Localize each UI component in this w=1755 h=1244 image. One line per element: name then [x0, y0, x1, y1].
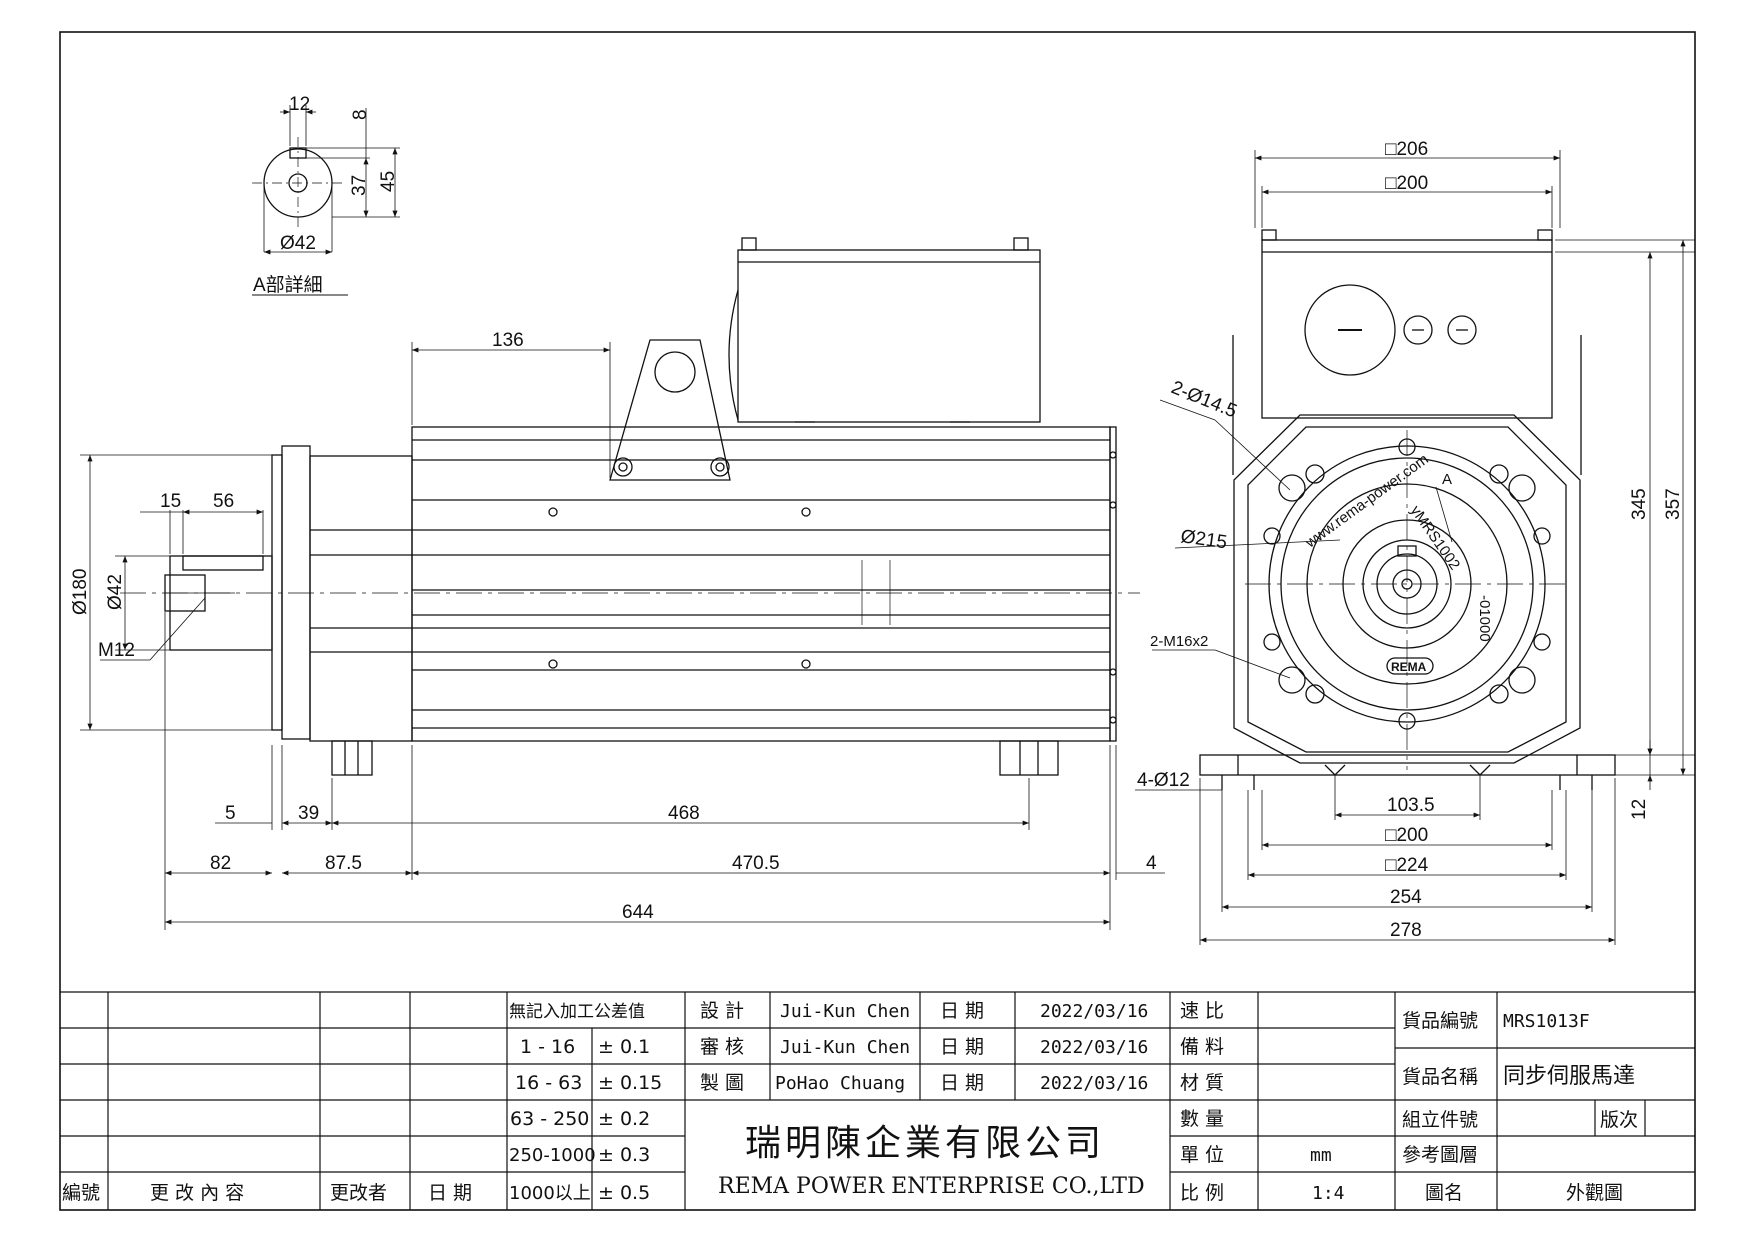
dim-15: 15: [160, 491, 181, 512]
spec-label-stock: 備 料: [1180, 1036, 1224, 1058]
name-design: Jui-Kun Chen: [780, 1001, 910, 1022]
dim-4: 4: [1146, 853, 1157, 874]
name-drafting: PoHao Chuang: [775, 1073, 905, 1094]
dim-470-5: 470.5: [732, 853, 780, 874]
tol-range-1: 1 - 16: [520, 1036, 575, 1058]
date-design: 2022/03/16: [1040, 1001, 1148, 1022]
drawing-name: 外觀圖: [1566, 1182, 1623, 1204]
spec-value-unit: mm: [1310, 1145, 1332, 1166]
role-review: 審 核: [700, 1036, 744, 1058]
spec-label-quantity: 數 量: [1180, 1108, 1224, 1130]
name-review: Jui-Kun Chen: [780, 1037, 910, 1058]
detail-title: A部詳細: [253, 274, 323, 296]
dim-pcd-215: Ø215: [1179, 526, 1228, 553]
dim-box-200: □200: [1385, 173, 1428, 194]
label-model-marking: yMRS1002: [1407, 503, 1463, 574]
spec-value-scale: 1:4: [1312, 1183, 1345, 1204]
dim-key-depth: 8: [350, 109, 371, 120]
ref-layer-label: 參考圖層: [1402, 1144, 1478, 1166]
dim-87-5: 87.5: [325, 853, 362, 874]
tol-value-1: ± 0.1: [598, 1036, 650, 1058]
role-drafting: 製 圖: [700, 1072, 744, 1094]
company-name-cn: 瑞明陳企業有限公司: [745, 1123, 1105, 1164]
label-holes-12: 4-Ø12: [1137, 770, 1190, 791]
dim-width-254: 254: [1390, 887, 1422, 908]
dim-5: 5: [225, 803, 236, 824]
dim-width-103-5: 103.5: [1387, 795, 1435, 816]
dim-136: 136: [492, 330, 524, 351]
assembly-label: 組立件號: [1402, 1109, 1478, 1131]
tolerance-header: 無記入加工公差值: [509, 1002, 645, 1022]
version-label: 版次: [1600, 1109, 1638, 1131]
detail-a: [252, 105, 400, 296]
label-serial-marking: -01000: [1476, 595, 1493, 642]
dim-key-width: 12: [289, 94, 310, 115]
dim-height-45: 45: [378, 171, 399, 192]
tol-value-3: ± 0.2: [598, 1108, 650, 1130]
dim-width-278: 278: [1390, 920, 1422, 941]
header-revision-number: 編號: [62, 1182, 100, 1204]
motor-side-view: [120, 237, 1140, 776]
part-name: 同步伺服馬達: [1503, 1064, 1635, 1089]
tol-value-2: ± 0.15: [598, 1072, 662, 1094]
spec-label-unit: 單 位: [1180, 1144, 1224, 1166]
dim-box-206: □206: [1385, 139, 1428, 160]
part-number-label: 貨品編號: [1402, 1010, 1478, 1032]
dim-height-357: 357: [1663, 488, 1684, 520]
dim-base-12: 12: [1629, 799, 1650, 820]
drawing-name-label: 圖名: [1425, 1182, 1463, 1204]
dim-height-345: 345: [1629, 488, 1650, 520]
header-revision-content: 更 改 內 容: [150, 1182, 244, 1204]
date-label-design: 日 期: [940, 1000, 984, 1022]
spec-label-scale: 比 例: [1180, 1182, 1224, 1204]
tol-range-2: 16 - 63: [515, 1072, 582, 1094]
tol-range-5: 1000以上: [509, 1183, 591, 1204]
label-brand-url: www.rema-power.com: [1302, 451, 1432, 552]
label-thread-m12: M12: [98, 640, 135, 661]
dim-width-200: □200: [1385, 825, 1428, 846]
label-brand-badge: REMA: [1391, 660, 1427, 674]
side-view-dimensions: [80, 342, 1165, 930]
spec-label-material: 材 質: [1180, 1072, 1224, 1094]
spec-label-ratio: 速 比: [1180, 1000, 1224, 1022]
dim-shaft-dia: Ø42: [280, 233, 316, 254]
part-number: MRS1013F: [1503, 1011, 1590, 1032]
tol-value-5: ± 0.5: [598, 1182, 650, 1204]
part-name-label: 貨品名稱: [1402, 1066, 1478, 1088]
motor-front-view: [1199, 229, 1616, 790]
tol-range-4: 250-1000: [509, 1145, 596, 1166]
title-block-grid: [60, 991, 1695, 1210]
date-label-drafting: 日 期: [940, 1072, 984, 1094]
dim-82: 82: [210, 853, 231, 874]
date-drafting: 2022/03/16: [1040, 1073, 1148, 1094]
dim-468: 468: [668, 803, 700, 824]
dim-width-224: □224: [1385, 855, 1429, 876]
tol-range-3: 63 - 250: [510, 1108, 589, 1130]
dim-flange-dia: Ø180: [70, 569, 91, 615]
header-revision-author: 更改者: [330, 1182, 387, 1204]
company-name-en: REMA POWER ENTERPRISE CO.,LTD: [718, 1174, 1145, 1199]
front-view-dimensions: [1135, 150, 1695, 945]
header-revision-date: 日 期: [428, 1182, 472, 1204]
dim-height-37: 37: [349, 175, 370, 196]
dim-56: 56: [213, 491, 234, 512]
tol-value-4: ± 0.3: [598, 1144, 650, 1166]
label-detail-a: A: [1442, 471, 1452, 488]
date-review: 2022/03/16: [1040, 1037, 1148, 1058]
role-design: 設 計: [700, 1000, 744, 1022]
dim-shaft-dia-42: Ø42: [105, 574, 126, 610]
label-thread-m16: 2-M16x2: [1150, 633, 1208, 650]
date-label-review: 日 期: [940, 1036, 984, 1058]
sheet-border: [59, 31, 1696, 1211]
dim-39: 39: [298, 803, 319, 824]
dim-644: 644: [622, 902, 654, 923]
